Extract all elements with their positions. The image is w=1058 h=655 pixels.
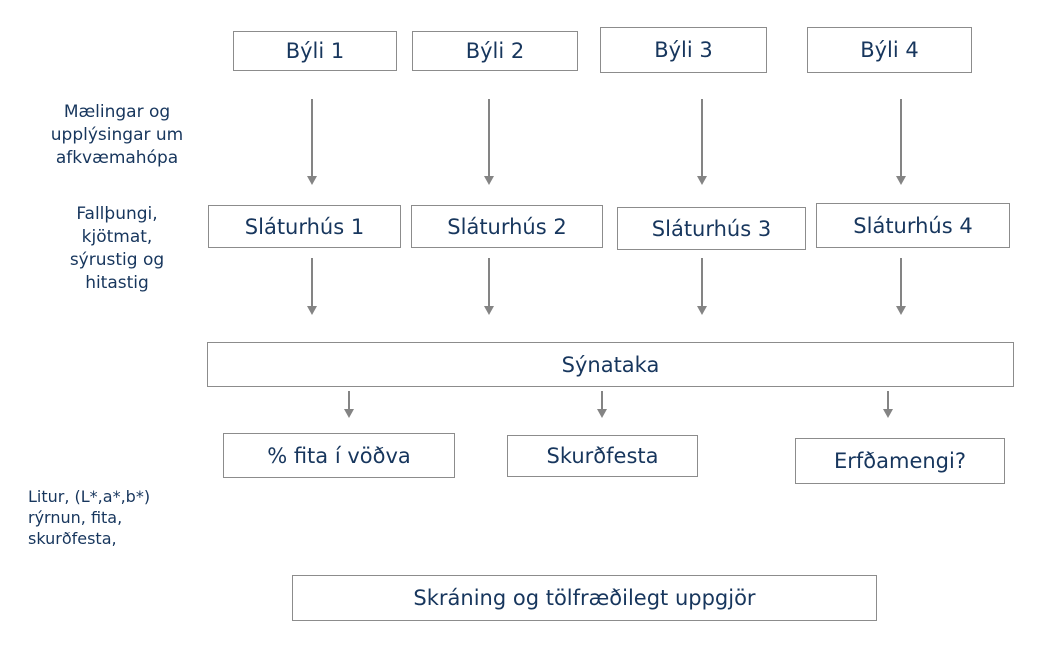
slaughterhouse-box-label: Sláturhús 3 [651, 216, 772, 241]
arrow-head-icon [896, 176, 906, 185]
farm-box-label: Býli 2 [465, 39, 525, 63]
farm-box-4: Býli 4 [807, 27, 972, 73]
slaughterhouse-box-label: Sláturhús 2 [447, 214, 567, 239]
side-note-line: Mælingar og [63, 102, 171, 122]
arrow-shaft [887, 391, 889, 409]
farm-box-label: Býli 1 [285, 39, 345, 63]
arrow-sampling-to-shear-analysis [597, 391, 607, 418]
analysis-box-label: Skurðfesta [546, 444, 659, 468]
analysis-box-shear: Skurðfesta [507, 435, 698, 477]
side-note-line: Litur, (L*,a*,b*) [28, 487, 151, 506]
arrow-head-icon [484, 306, 494, 315]
sampling-box-label: Sýnataka [561, 352, 660, 377]
arrow-shaft [601, 391, 603, 409]
arrow-shaft [701, 258, 703, 306]
farm-box-label: Býli 3 [654, 38, 713, 62]
analysis-box-fat: % fita í vöðva [223, 433, 455, 478]
side-note-offspring-info: Mælingar og upplýsingar um afkvæmahópa [22, 101, 212, 170]
arrow-farm2-to-slaughterhouse2 [484, 99, 494, 185]
arrow-shaft [900, 258, 902, 306]
arrow-head-icon [307, 176, 317, 185]
arrow-head-icon [344, 409, 354, 418]
arrow-shaft [348, 391, 350, 409]
arrow-slaughterhouse4-to-sampling [896, 258, 906, 315]
slaughterhouse-box-label: Sláturhús 4 [853, 213, 973, 238]
arrow-farm3-to-slaughterhouse3 [697, 99, 707, 185]
farm-box-3: Býli 3 [600, 27, 767, 73]
side-note-line: afkvæmahópa [55, 148, 179, 168]
arrow-slaughterhouse1-to-sampling [307, 258, 317, 315]
arrow-head-icon [697, 306, 707, 315]
arrow-sampling-to-fat-analysis [344, 391, 354, 418]
slaughterhouse-box-2: Sláturhús 2 [411, 205, 603, 248]
arrow-slaughterhouse2-to-sampling [484, 258, 494, 315]
side-note-line: rýrnun, fita, [28, 508, 123, 527]
arrow-head-icon [896, 306, 906, 315]
side-note-line: upplýsingar um [50, 125, 184, 145]
side-note-carcass-measures: Fallþungi, kjötmat, sýrustig og hitastig [22, 203, 212, 295]
side-note-line: skurðfesta, [28, 529, 117, 548]
analysis-box-label: Erfðamengi? [833, 449, 966, 473]
arrow-head-icon [597, 409, 607, 418]
side-note-line: kjötmat, [81, 227, 153, 247]
analysis-box-label: % fita í vöðva [267, 443, 411, 468]
arrow-shaft [311, 258, 313, 306]
side-note-meat-quality: Litur, (L*,a*,b*) rýrnun, fita, skurðfes… [28, 486, 238, 549]
registration-box-label: Skráning og tölfræðilegt uppgjör [413, 586, 756, 610]
side-note-line: Fallþungi, [76, 204, 158, 224]
arrow-shaft [900, 99, 902, 176]
arrow-head-icon [484, 176, 494, 185]
arrow-slaughterhouse3-to-sampling [697, 258, 707, 315]
slaughterhouse-box-3: Sláturhús 3 [617, 207, 806, 250]
sampling-box: Sýnataka [207, 342, 1014, 387]
arrow-shaft [311, 99, 313, 176]
slaughterhouse-box-1: Sláturhús 1 [208, 205, 401, 248]
analysis-box-genome: Erfðamengi? [795, 438, 1005, 484]
slaughterhouse-box-4: Sláturhús 4 [816, 203, 1010, 248]
farm-box-label: Býli 4 [860, 38, 919, 62]
arrow-shaft [488, 99, 490, 176]
side-note-line: hitastig [85, 273, 149, 293]
registration-box: Skráning og tölfræðilegt uppgjör [292, 575, 877, 621]
arrow-shaft [701, 99, 703, 176]
arrow-farm4-to-slaughterhouse4 [896, 99, 906, 185]
slaughterhouse-box-label: Sláturhús 1 [244, 214, 365, 239]
arrow-head-icon [697, 176, 707, 185]
farm-box-1: Býli 1 [233, 31, 397, 71]
arrow-farm1-to-slaughterhouse1 [307, 99, 317, 185]
arrow-head-icon [883, 409, 893, 418]
arrow-shaft [488, 258, 490, 306]
farm-box-2: Býli 2 [412, 31, 578, 71]
side-note-line: sýrustig og [69, 250, 165, 270]
arrow-sampling-to-genome-analysis [883, 391, 893, 418]
arrow-head-icon [307, 306, 317, 315]
